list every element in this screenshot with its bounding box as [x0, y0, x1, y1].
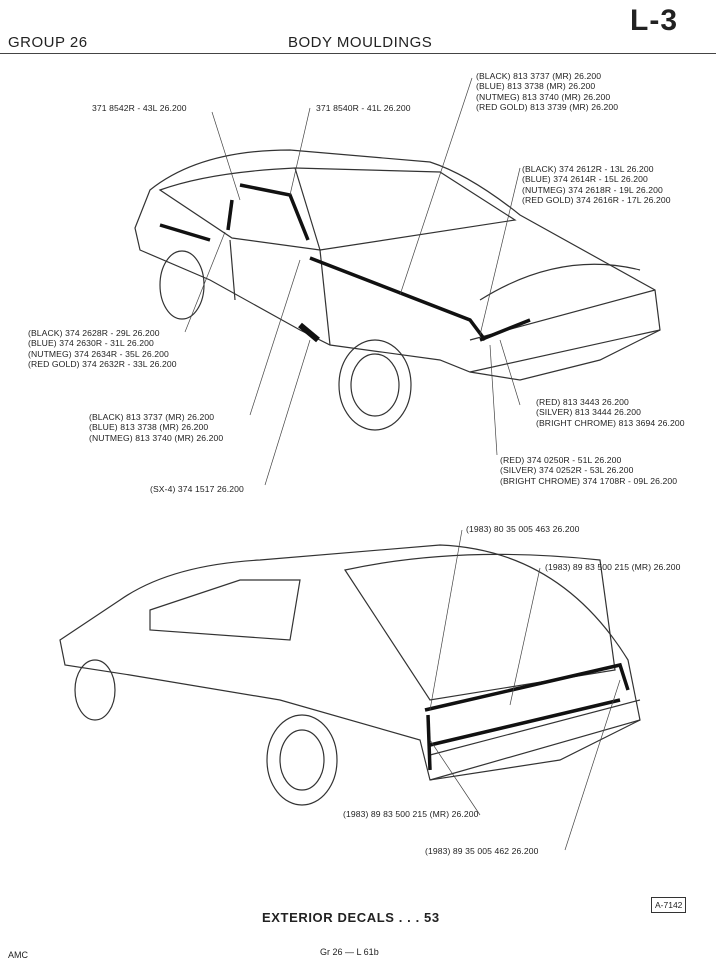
- rear-car-drawing: [59, 544, 641, 806]
- section-reference: EXTERIOR DECALS . . . 53: [262, 910, 440, 925]
- brand-label: AMC: [8, 950, 28, 960]
- callout-tail-2: (1983) 89 83 500 215 (MR) 26.200: [545, 562, 681, 572]
- callout-rear-quarter-window: 371 8542R - 43L 26.200: [92, 103, 187, 113]
- callout-belt-stripe: (BLACK) 813 3737 (MR) 26.200(BLUE) 813 3…: [476, 71, 619, 113]
- figure-reference: A-7142: [651, 897, 687, 913]
- callout-sx4-emblem: (SX-4) 374 1517 26.200: [150, 484, 244, 494]
- callout-bumper-2: (1983) 89 35 005 462 26.200: [425, 846, 539, 856]
- page-title: BODY MOULDINGS: [288, 34, 433, 51]
- front-car-drawing: [134, 149, 661, 431]
- callout-headlamp: (RED) 374 0250R - 51L 26.200(SILVER) 374…: [500, 455, 678, 486]
- page-code: L-3: [630, 4, 678, 37]
- group-number: GROUP 26: [8, 34, 88, 51]
- page-number: Gr 26 — L 61b: [320, 947, 379, 957]
- callout-door-stripe: (BLACK) 813 3737 (MR) 26.200(BLUE) 813 3…: [89, 412, 224, 443]
- rear-car-mouldings: [424, 662, 630, 771]
- callout-tail-1: (1983) 80 35 005 463 26.200: [466, 524, 580, 534]
- header-divider: [0, 53, 716, 54]
- callout-quarter-panel: (BLACK) 374 2628R - 29L 26.200(BLUE) 374…: [28, 328, 177, 370]
- leader-lines: [184, 77, 621, 851]
- front-car-mouldings: [159, 183, 531, 343]
- callout-bumper-1: (1983) 89 83 500 215 (MR) 26.200: [343, 809, 479, 819]
- callout-door-window: 371 8540R - 41L 26.200: [316, 103, 411, 113]
- callout-front-fender: (BLACK) 374 2612R - 13L 26.200(BLUE) 374…: [522, 164, 671, 206]
- callout-grille: (RED) 813 3443 26.200(SILVER) 813 3444 2…: [536, 397, 685, 428]
